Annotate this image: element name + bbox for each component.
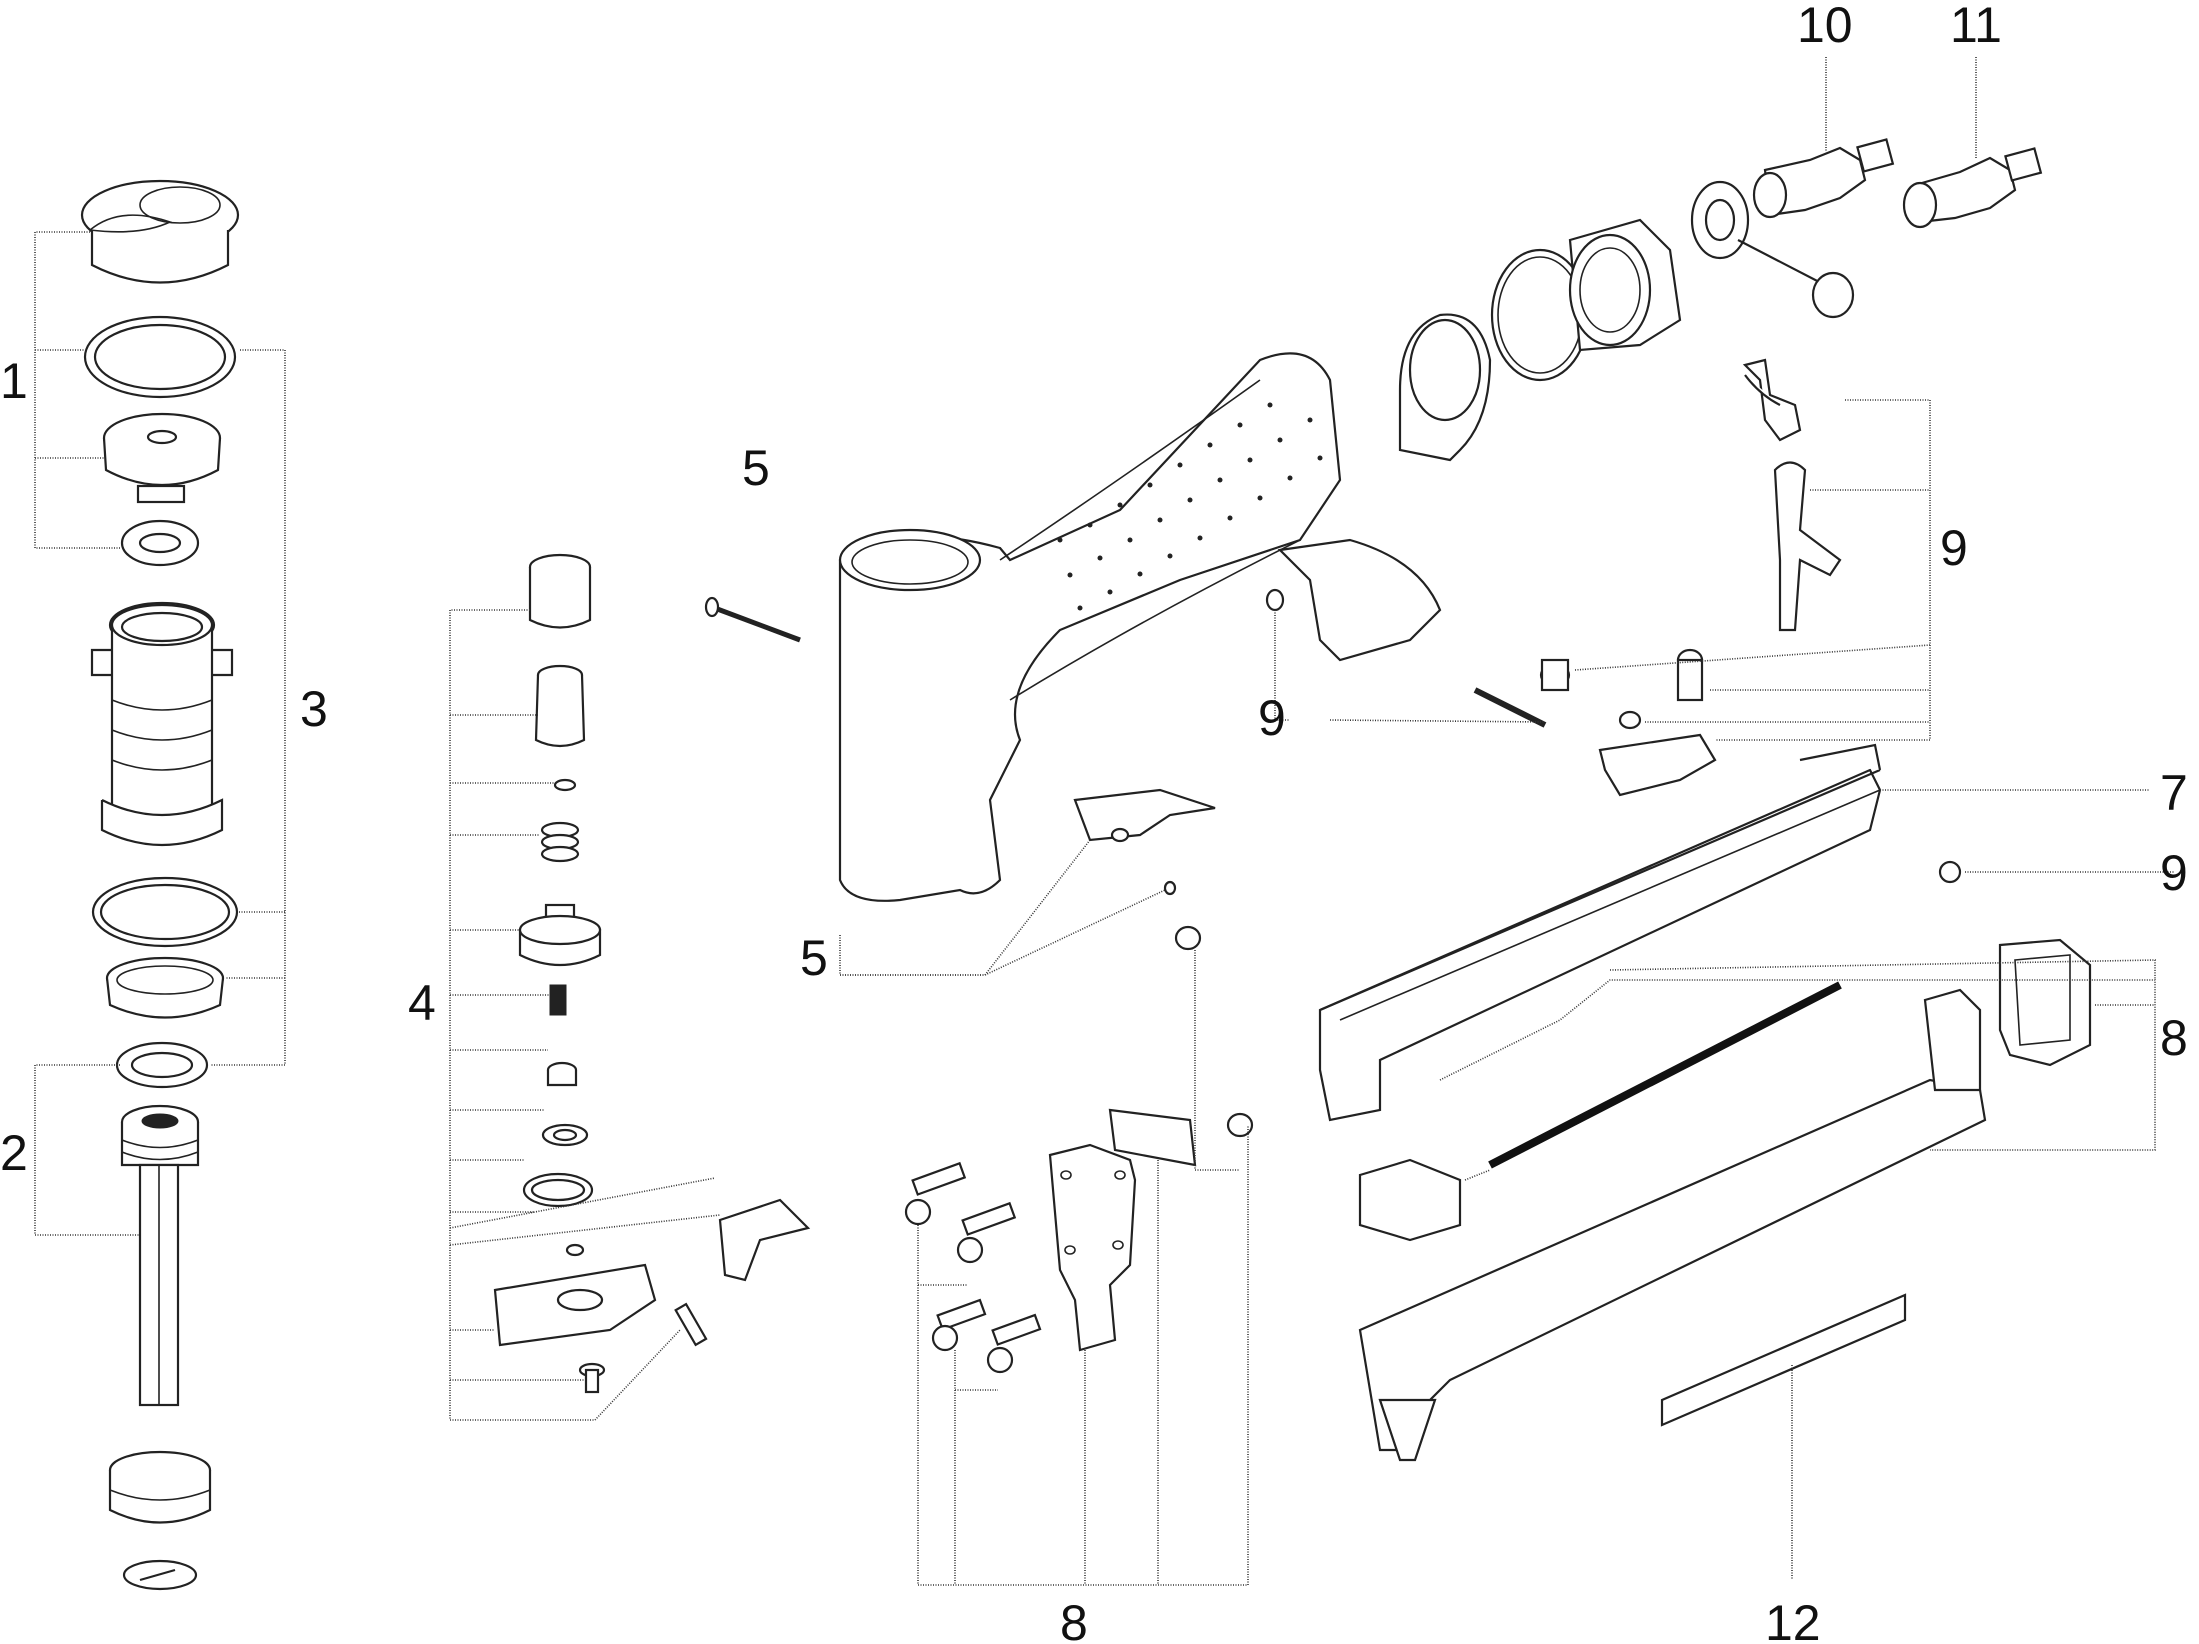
callout-5-pin: 5 — [742, 440, 770, 496]
label-sticker-part — [1660, 1293, 1907, 1427]
tool-body-part — [838, 352, 1442, 902]
callout-4: 4 — [408, 975, 436, 1031]
nose-plate-parts — [904, 925, 1254, 1374]
trigger-part — [1073, 788, 1216, 896]
callout-8-slide: 8 — [2160, 1010, 2188, 1066]
top-cap-part — [80, 179, 240, 284]
cylinder-part — [90, 601, 234, 847]
bumper-part — [108, 1450, 212, 1524]
bumper-ring-part — [105, 956, 225, 1019]
o-ring-mid-part — [91, 876, 239, 948]
callout-5-trigger: 5 — [800, 930, 828, 986]
callout-1: 1 — [0, 353, 28, 409]
magazine-part — [1318, 743, 1882, 1122]
callout-9-nut: 9 — [2160, 845, 2188, 901]
end-plug-part — [122, 1559, 198, 1591]
valve-parts-stack — [493, 553, 811, 1394]
valve-disc-part — [102, 412, 222, 504]
follower-spring-part — [1358, 981, 1842, 1242]
callout-9-latch: 9 — [1940, 520, 1968, 576]
callout-2: 2 — [0, 1125, 28, 1181]
slide-rail-part — [1358, 938, 2092, 1462]
grip-texture — [1057, 402, 1323, 611]
air-inlet-parts — [1398, 138, 2043, 462]
washer-2-part — [115, 1041, 209, 1089]
callout-7: 7 — [2160, 765, 2188, 821]
o-ring-large-part — [83, 315, 237, 399]
driver-blade-part — [120, 1104, 200, 1407]
callout-11: 11 — [1950, 0, 2002, 53]
callout-9-pin: 9 — [1258, 690, 1286, 746]
callout-10: 10 — [1797, 0, 1853, 53]
callout-8-nose: 8 — [1060, 1595, 1088, 1644]
callout-3: 3 — [300, 681, 328, 737]
small-washer-part — [120, 519, 200, 567]
pin-5-part — [704, 596, 801, 643]
callout-12: 12 — [1765, 1595, 1821, 1644]
latch-parts — [1265, 358, 1962, 884]
